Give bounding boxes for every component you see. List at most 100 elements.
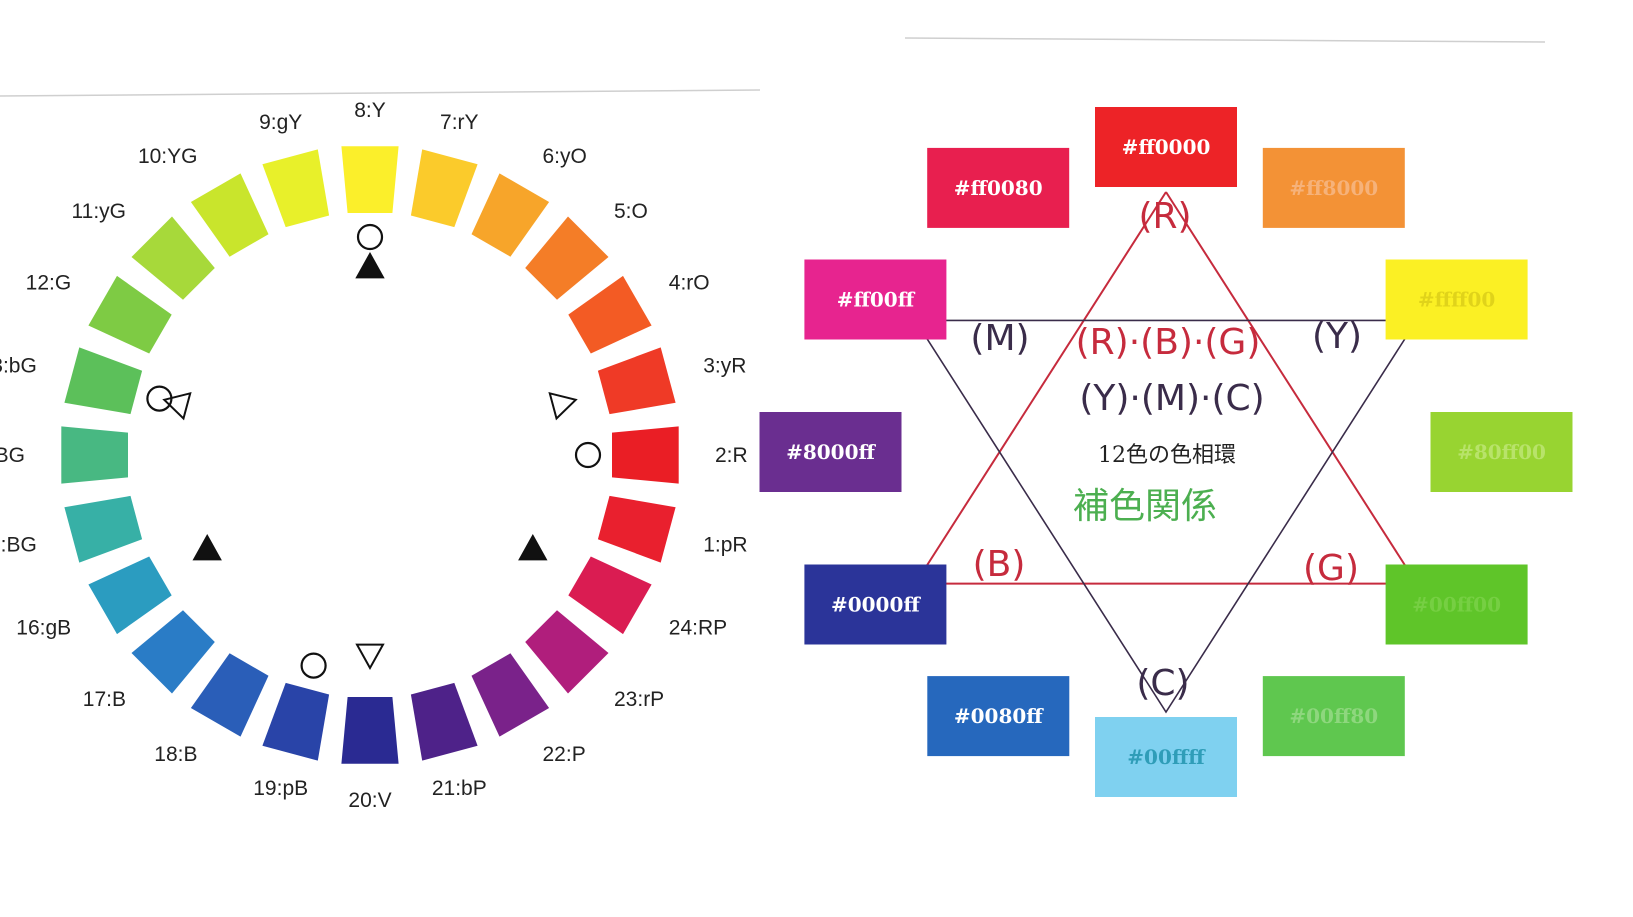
hue-label-6: 6:yO: [543, 145, 587, 168]
hue-segment-20: [341, 697, 399, 764]
hexagram-lines: [913, 191, 1419, 714]
hue-segment-5: [525, 216, 609, 300]
swatch-ff0000: [1095, 107, 1237, 187]
hue-label-11: 11:yG: [72, 200, 126, 223]
swatch-label-00ff80: #00ff80: [1289, 704, 1378, 728]
hue-segment-19: [262, 682, 330, 761]
swatch-label-0000ff: #0000ff: [831, 593, 921, 617]
hue-segment-21: [410, 682, 478, 761]
hex-color-swatches: #ff0000 #ff8000 #ffff00 #80ff00 #00ff00 #00ff…: [759, 107, 1573, 797]
rgb-triangle: [913, 191, 1419, 585]
hue-label-2: 2:R: [715, 444, 748, 467]
scan-line-right: [904, 37, 1546, 43]
swatch-label-ff8000: #ff8000: [1289, 176, 1378, 200]
open-triangle-marker: [355, 643, 385, 671]
hue-label-12: 12:G: [26, 272, 72, 295]
hand-label-r: (R): [1138, 196, 1191, 237]
swatch-ff00ff: [804, 259, 947, 340]
hue-label-8: 8:Y: [354, 99, 386, 122]
swatch-0080ff: [927, 676, 1070, 757]
open-circle-marker: [356, 223, 384, 251]
hue-segment-13: [64, 347, 143, 415]
hue-label-14: 14:BG: [0, 444, 25, 467]
swatch-ffff00: [1385, 259, 1528, 340]
open-triangle-marker: [162, 391, 192, 421]
hue-label-24: 24:RP: [669, 617, 727, 640]
hand-label-y: (Y): [1312, 316, 1362, 357]
hue-label-23: 23:rP: [614, 688, 664, 711]
hue-segment-12: [88, 275, 172, 354]
swatch-ff8000: [1262, 147, 1405, 228]
hue-segment-9: [262, 149, 330, 228]
hue-segment-2: [612, 426, 679, 484]
hue-label-19: 19:pB: [253, 777, 308, 800]
hue-segment-10: [190, 173, 269, 257]
swatch-ff0080: [927, 147, 1070, 228]
hue-segment-8: [341, 146, 399, 213]
hand-label-b: (B): [973, 544, 1026, 585]
swatch-label-ff0080: #ff0080: [954, 176, 1043, 200]
hue-label-13: 13:bG: [0, 355, 37, 378]
open-circle-marker: [574, 441, 602, 469]
hue-label-5: 5:O: [614, 200, 648, 223]
hand-label-c: (C): [1136, 663, 1189, 704]
hand-label-g: (G): [1303, 548, 1359, 589]
swatch-label-00ffff: #00ffff: [1127, 745, 1206, 769]
hue-label-20: 20:V: [348, 789, 391, 812]
hue-segment-4: [568, 275, 652, 354]
harmony-markers: [146, 223, 602, 679]
complement-note: 補色関係: [1073, 486, 1217, 527]
swatch-80ff00: [1430, 412, 1573, 492]
hue-segment-11: [131, 216, 215, 300]
hue-label-1: 1:pR: [703, 533, 747, 556]
swatch-00ffff: [1095, 717, 1237, 797]
hue-label-7: 7:rY: [440, 111, 479, 134]
swatch-00ff80: [1262, 676, 1405, 757]
hue-label-16: 16:gB: [16, 617, 71, 640]
hue-label-18: 18:B: [154, 743, 197, 766]
swatch-label-80ff00: #80ff00: [1457, 440, 1546, 464]
open-circle-marker: [300, 652, 327, 679]
hue-wheel-24: [61, 146, 679, 764]
filled-triangle-marker: [355, 251, 385, 279]
hue-segment-1: [597, 495, 676, 563]
hue-segment-16: [88, 556, 172, 635]
hue-label-9: 9:gY: [259, 111, 302, 134]
hue-segment-7: [410, 149, 478, 228]
hue-segment-22: [471, 653, 550, 737]
hue-segment-14: [61, 426, 128, 484]
swatch-00ff00: [1385, 564, 1528, 645]
hue-segment-17: [131, 610, 215, 694]
hue-label-17: 17:B: [83, 688, 126, 711]
hue-label-15: 15:BG: [0, 533, 37, 556]
hue-segment-3: [597, 347, 676, 415]
hue-label-21: 21:bP: [432, 777, 487, 800]
scan-line-left: [0, 89, 761, 97]
swatch-label-00ff00: #00ff00: [1412, 593, 1501, 617]
hue-segment-24: [568, 556, 652, 635]
swatch-label-0080ff: #0080ff: [954, 704, 1044, 728]
hand-label-ymc: (Y)·(M)·(C): [1079, 378, 1264, 419]
hue-segment-23: [525, 610, 609, 694]
hue-label-3: 3:yR: [703, 355, 746, 378]
swatch-label-8000ff: #8000ff: [786, 440, 876, 464]
hand-label-rbg: (R)·(B)·(G): [1076, 322, 1261, 363]
swatch-8000ff: [759, 412, 902, 492]
filled-triangle-marker: [518, 533, 548, 561]
swatch-label-ff0000: #ff0000: [1122, 135, 1211, 159]
wheel-caption: 12色の色相環: [1098, 443, 1236, 468]
hue-label-10: 10:YG: [138, 145, 198, 168]
hue-segment-6: [471, 173, 550, 257]
swatch-label-ff00ff: #ff00ff: [837, 288, 916, 312]
filled-triangle-marker: [192, 533, 222, 561]
hue-segment-15: [64, 495, 143, 563]
hue-segment-18: [190, 653, 269, 737]
cmy-triangle: [913, 319, 1418, 714]
hand-label-m: (M): [970, 318, 1029, 359]
open-triangle-marker: [548, 391, 578, 421]
swatch-label-ffff00: #ffff00: [1418, 288, 1495, 312]
swatch-0000ff: [804, 564, 947, 645]
hue-label-4: 4:rO: [669, 272, 710, 295]
hue-label-22: 22:P: [543, 743, 586, 766]
